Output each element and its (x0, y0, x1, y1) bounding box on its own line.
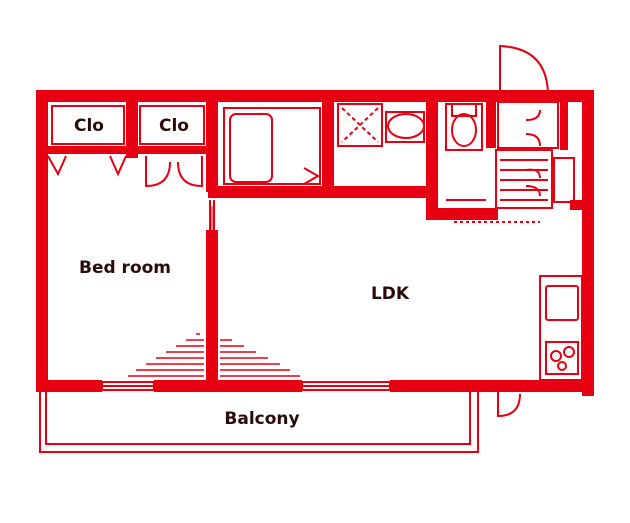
closet-left (47, 105, 127, 177)
bathtub (223, 107, 321, 185)
room-label-balcony: Balcony (224, 409, 299, 429)
exterior-walls (36, 90, 594, 396)
toilet (445, 103, 486, 201)
kitchen-counter (539, 275, 583, 381)
entrance (454, 44, 575, 223)
balcony-door (497, 392, 521, 418)
stair-hatch (128, 320, 300, 380)
bedroom-door (209, 200, 215, 300)
closet-right (139, 105, 205, 188)
interior-walls (44, 90, 568, 392)
washroom (332, 103, 425, 197)
room-label-clo-right: Clo (159, 116, 189, 136)
room-label-ldk: LDK (371, 284, 410, 304)
windows (101, 381, 391, 391)
room-label-clo-left: Clo (74, 116, 104, 136)
balcony (39, 392, 479, 453)
room-label-bedroom: Bed room (79, 258, 171, 278)
